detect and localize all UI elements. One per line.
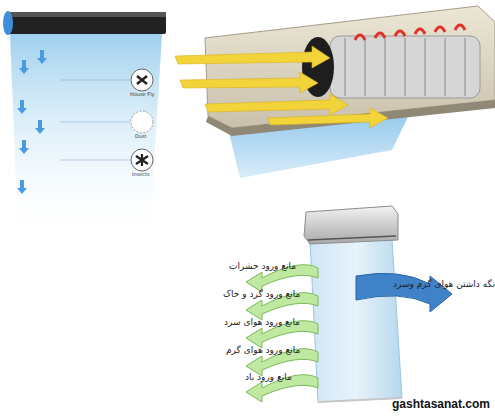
fly-icon [131, 69, 153, 91]
label: مانع ورود هوای گرم [226, 346, 300, 356]
label: House Fly [130, 92, 154, 98]
insect-symbol [136, 154, 148, 166]
unit-top [6, 12, 166, 17]
label: مانع ورود گرد و خاک [223, 290, 300, 300]
label: مانع ورود حشرات [229, 262, 296, 272]
blocked-arrows [246, 265, 318, 402]
air-stream [10, 34, 162, 232]
label: Dust [135, 134, 147, 140]
fan-drum [330, 36, 480, 98]
label: نگه داشتن هوای گرم وسرد [393, 280, 495, 290]
small-air-curtain [3, 11, 166, 232]
leader [60, 80, 130, 81]
intake-arrows [175, 46, 388, 128]
unit-end [3, 11, 13, 35]
cutaway-air-curtain [175, 6, 495, 178]
flow-arrows [17, 50, 47, 194]
floor [318, 398, 402, 402]
heater-coils [355, 25, 465, 40]
unit-body [304, 206, 398, 244]
fly-symbol [137, 76, 147, 84]
label: مانع ورود باد [245, 373, 292, 383]
watermark: gashtasanat.com [392, 398, 490, 411]
leader [60, 122, 130, 123]
unit-body [6, 12, 166, 34]
air-curtain [310, 240, 402, 402]
door-air-curtain [246, 206, 452, 402]
label: Insects [132, 172, 150, 178]
insect-icon [131, 149, 153, 171]
leader [60, 160, 130, 161]
dust-icon [131, 111, 153, 133]
fan-blades [345, 38, 465, 96]
outlet [308, 236, 396, 240]
label: مانع ورود هوای سرد [224, 318, 300, 328]
